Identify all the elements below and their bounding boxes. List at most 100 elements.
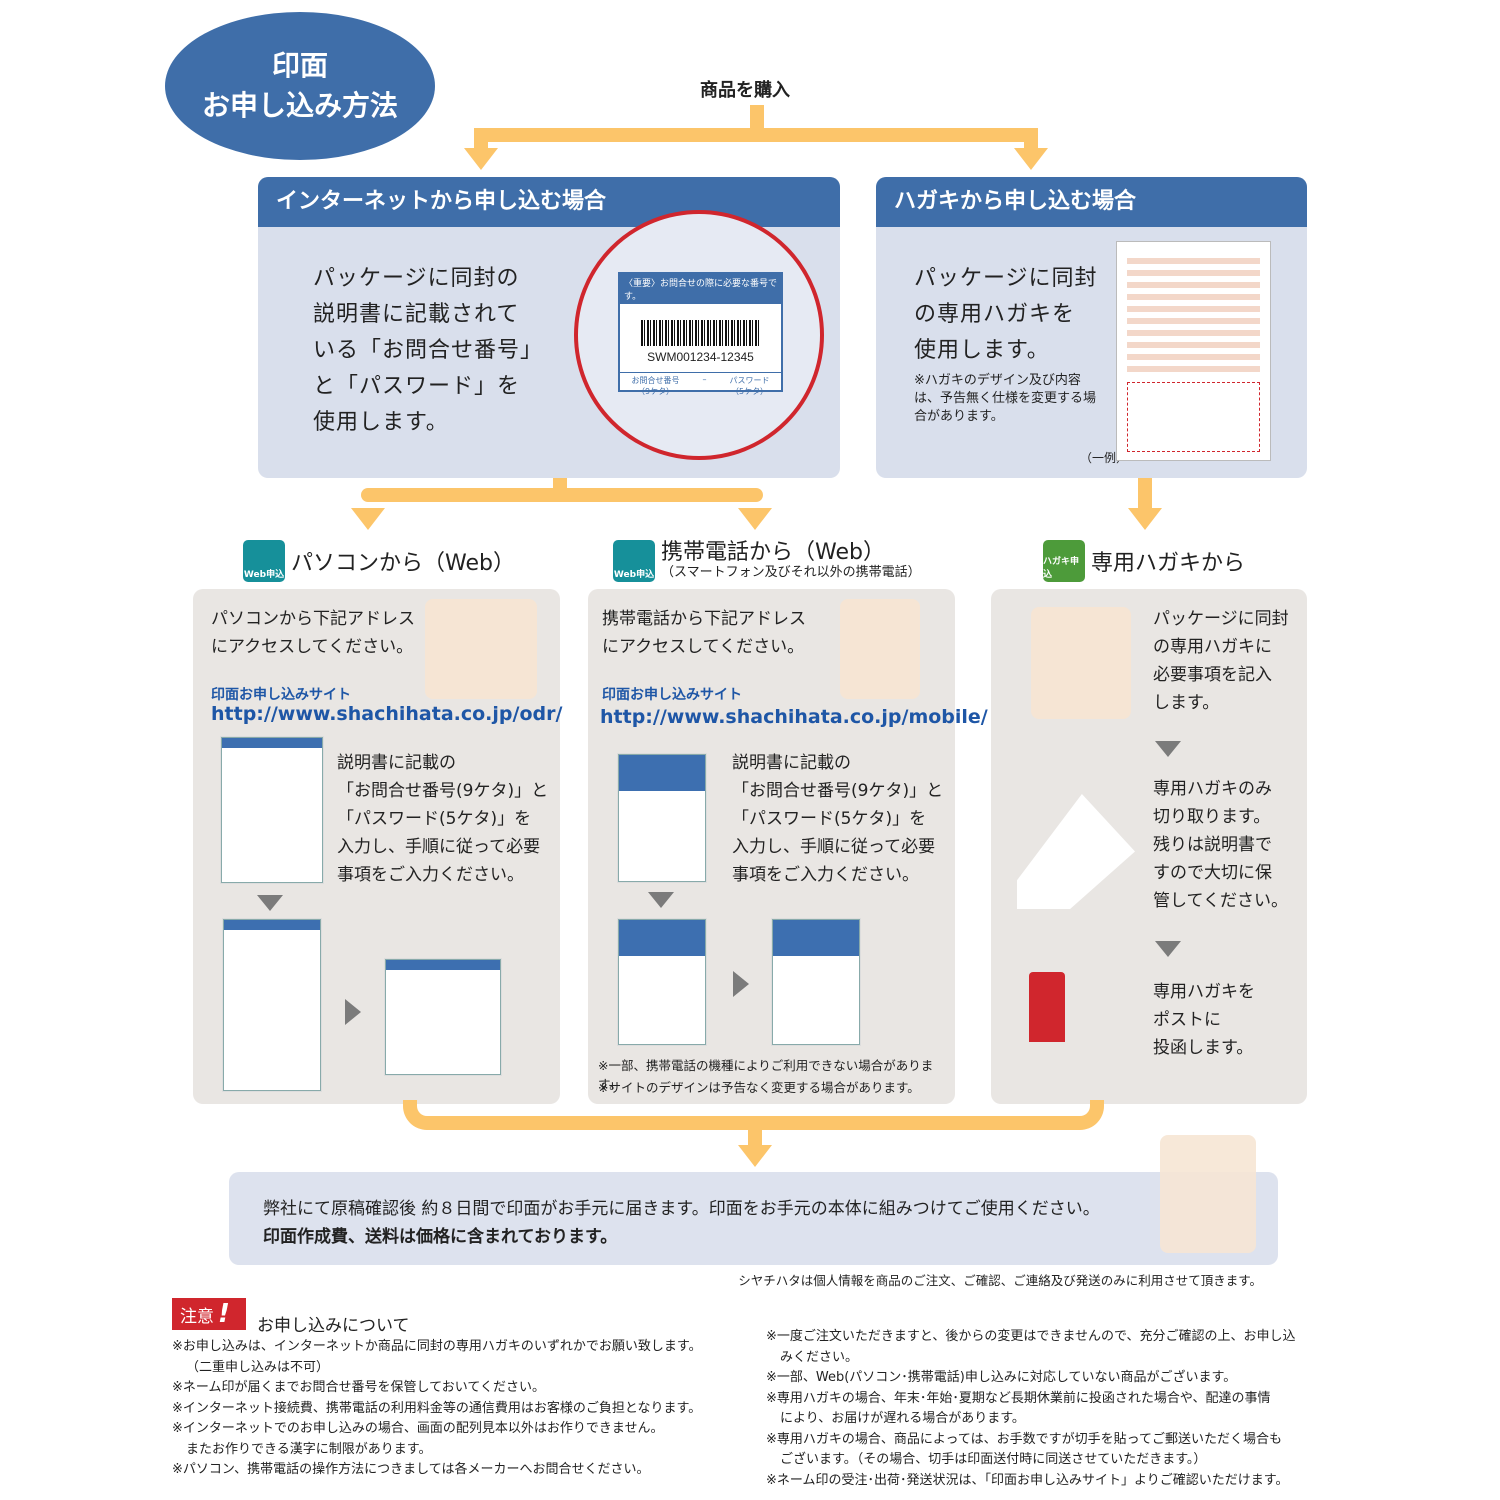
sample-card: 〈重要〉お問合せの際に必要な番号です。 SWM001234-12345 お問合せ… (618, 272, 783, 396)
postcard-icon: ハガキ申込 (1043, 540, 1085, 582)
sample-magnifier: 〈重要〉お問合せの際に必要な番号です。 SWM001234-12345 お問合せ… (574, 210, 824, 460)
screenshot-thumbnail (221, 737, 323, 883)
notice-item: ※一度ご注文いただきますと、後からの変更はできませんので、充分ご確認の上、お申し… (766, 1329, 1296, 1344)
step-line: 管してください。 (1153, 891, 1288, 911)
step-line: 専用ハガキのみ (1153, 779, 1272, 799)
notice-item: ※専用ハガキの場合、商品によっては、お手数ですが切手を貼ってご郵送いただく場合も (766, 1431, 1282, 1447)
arrow-down-icon (257, 895, 283, 911)
pc-url-link[interactable]: http://www.shachihata.co.jp/odr/ (211, 703, 563, 725)
postcard-title: 専用ハガキから (1091, 551, 1246, 576)
person-writing-illustration (1160, 1135, 1256, 1253)
step-line: 投函します。 (1153, 1038, 1254, 1058)
intro-line: 携帯電話から下記アドレス (602, 609, 806, 629)
notice-item: ※インターネットでのお申し込みの場合、画面の配列見本以外はお作りできません。 (172, 1421, 664, 1436)
mobile-section-title: Web申込 携帯電話から（Web） （スマートフォン及びそれ以外の携帯電話） (613, 540, 921, 582)
arrow-down-icon (738, 1145, 772, 1167)
step-line: すので大切に保 (1153, 863, 1272, 883)
connector (1024, 128, 1038, 148)
intro-line: にアクセスしてください。 (602, 637, 805, 657)
connector (403, 1100, 1104, 1130)
title-ellipse: 印面 お申し込み方法 (165, 12, 435, 160)
barcode (640, 320, 761, 346)
privacy-statement: シヤチハタは個人情報を商品のご注文、ご確認、ご連絡及び発送のみに利用させて頂きま… (738, 1273, 1262, 1288)
notice-item: ※専用ハガキの場合、年末･年始･夏期など長期休業前に投函された場合や、配達の事情 (766, 1390, 1271, 1406)
sample-important: 〈重要〉お問合せの際に必要な番号です。 (620, 274, 781, 304)
computer-icon: Web申込 (243, 540, 285, 582)
screenshot-thumbnail (618, 919, 706, 1045)
step-line: の専用ハガキに (1153, 637, 1272, 657)
site-label: 印面お申し込みサイト (211, 687, 351, 703)
title-line2: お申し込み方法 (201, 89, 398, 122)
step-line: 残りは説明書で (1153, 835, 1272, 855)
person-with-phone-illustration (840, 599, 920, 699)
postcard-panel: パッケージに同封 の専用ハガキに 必要事項を記入 します。 専用ハガキのみ 切り… (991, 589, 1307, 1104)
step-line: 入力し、手順に従って必要 (337, 837, 541, 857)
notice-item: またお作りできる漢字に制限があります。 (186, 1441, 432, 1457)
arrow-right-icon (733, 971, 749, 997)
step-line: 説明書に記載の (732, 753, 851, 773)
screenshot-thumbnail (223, 919, 321, 1091)
label-password: パスワード （5ケタ） (729, 376, 770, 396)
dash: – (702, 375, 707, 384)
postcard-note: ※ハガキのデザイン及び内容は、予告無く仕様を変更する場合があります。 (914, 373, 1097, 424)
arrow-right-icon (345, 999, 361, 1025)
body-line: いる「お問合せ番号」 (313, 338, 544, 363)
step-line: 「お問合せ番号(9ケタ)」と (732, 781, 944, 801)
step-line: します。 (1153, 693, 1220, 713)
step-line: 「パスワード(5ケタ)」を (337, 809, 532, 829)
body-line: パッケージに同封の (313, 266, 520, 291)
notice-item: ※インターネット接続費、携帯電話の利用料金等の通信費用はお客様のご負担となります… (172, 1400, 702, 1416)
postcard-box-header: ハガキから申し込む場合 (876, 177, 1307, 227)
intro-line: パソコンから下記アドレス (211, 609, 415, 629)
pc-panel: パソコンから下記アドレス にアクセスしてください。 印面お申し込みサイト htt… (193, 589, 563, 1104)
connector (750, 105, 764, 135)
connector (476, 128, 1038, 142)
step-line: 事項をご入力ください。 (337, 865, 524, 885)
arrow-down-icon (1014, 148, 1048, 170)
pc-section-title: Web申込 パソコンから（Web） (243, 540, 515, 582)
result-line2: 印面作成費、送料は価格に含まれております。 (263, 1227, 618, 1247)
mobile-title: 携帯電話から（Web） (661, 540, 885, 565)
exclamation-icon: ! (218, 1299, 230, 1329)
arrow-down-icon (738, 508, 772, 530)
start-label: 商品を購入 (700, 80, 790, 101)
connector (1138, 478, 1152, 510)
site-label: 印面お申し込みサイト (602, 687, 742, 703)
pc-title: パソコンから（Web） (291, 551, 515, 576)
step-line: ポストに (1153, 1010, 1221, 1030)
screenshot-thumbnail (618, 754, 706, 882)
scissors-cutting-illustration (1017, 794, 1135, 909)
body-line: 使用します。 (914, 338, 1050, 363)
postcard-image (1116, 241, 1271, 461)
mobile-note: ※サイトのデザインは予告なく変更する場合があります。 (598, 1080, 920, 1095)
notice-badge: 注意! (172, 1298, 246, 1330)
arrow-down-icon (1155, 941, 1181, 957)
notice-item: により、お届けが遅れる場合があります。 (780, 1411, 1025, 1426)
internet-box-header: インターネットから申し込む場合 (258, 177, 840, 227)
notice-item: （二重申し込みは不可） (186, 1359, 330, 1375)
arrow-down-icon (464, 148, 498, 170)
mobile-url-link[interactable]: http://www.shachihata.co.jp/mobile/ (600, 706, 988, 728)
body-line: 説明書に記載されて (313, 302, 520, 327)
arrow-down-icon (648, 892, 674, 908)
connector (361, 488, 763, 502)
title-line1: 印面 (271, 49, 328, 82)
person-at-computer-illustration (425, 599, 537, 699)
postbox-illustration (1029, 972, 1065, 1042)
mobile-phone-icon: Web申込 (613, 540, 655, 582)
notice-item: ※ネーム印が届くまでお問合せ番号を保管しておいてください。 (172, 1380, 545, 1395)
screenshot-thumbnail (772, 919, 860, 1045)
notice-item: ※一部、Web(パソコン･携帯電話)申し込みに対応していない商品がございます。 (766, 1370, 1237, 1385)
step-line: 必要事項を記入 (1153, 665, 1272, 685)
label-id: お問合せ番号 （9ケタ） (631, 376, 680, 396)
mobile-subtitle: （スマートフォン及びそれ以外の携帯電話） (661, 565, 921, 580)
mobile-panel: 携帯電話から下記アドレス にアクセスしてください。 印面お申し込みサイト htt… (588, 589, 988, 1104)
step-line: 「お問合せ番号(9ケタ)」と (337, 781, 549, 801)
step-line: パッケージに同封 (1153, 609, 1289, 629)
postcard-box: ハガキから申し込む場合 パッケージに同封 の専用ハガキを 使用します。 ※ハガキ… (876, 177, 1307, 478)
body-line: と「パスワード」を (313, 374, 521, 399)
intro-line: にアクセスしてください。 (211, 637, 414, 657)
step-line: 切り取ります。 (1153, 807, 1271, 827)
connector (474, 128, 488, 148)
step-line: 事項をご入力ください。 (732, 865, 919, 885)
